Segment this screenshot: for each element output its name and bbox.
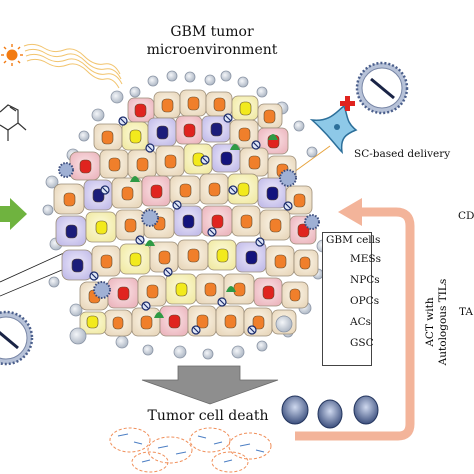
- act-label-line2: Autologous TILs: [437, 278, 449, 366]
- loose-cells: [69, 311, 293, 345]
- sc-delivery-pointer: [293, 145, 331, 173]
- left-pointer-lines: [0, 251, 67, 297]
- green-immune-cells: [130, 134, 278, 318]
- legend-item-npcs: NPCs: [350, 274, 380, 286]
- legend-title: GBM cells: [326, 234, 381, 246]
- light-wave-icon: [23, 43, 123, 89]
- legend-item-opcs: OPCs: [350, 295, 380, 307]
- edge-text-bottom: TA: [459, 306, 474, 318]
- nanoparticle-icon-left: [0, 310, 34, 366]
- tumor-death-arrow-icon: [141, 365, 279, 405]
- til-cells: [281, 395, 379, 429]
- stem-cell-icon: [309, 104, 358, 155]
- tumor-cell-death-label: Tumor cell death: [147, 408, 269, 424]
- sun-icon: [1, 44, 23, 66]
- legend-item-acs: ACs: [350, 316, 372, 328]
- page-title-line1: GBM tumor: [170, 24, 254, 40]
- green-arrow-icon: [0, 198, 27, 230]
- page-title-line2: microenvironment: [146, 42, 278, 58]
- nanoparticle-icon-right: [355, 61, 409, 115]
- legend-item-mess: MESs: [350, 253, 381, 265]
- debris-fragments: [117, 433, 265, 463]
- dead-cell-debris: [109, 427, 272, 473]
- nanoparticle-marker-slashes: [90, 114, 292, 334]
- sc-delivery-label: SC-based delivery: [354, 148, 451, 160]
- edge-text-top: CD: [458, 210, 474, 222]
- act-label-line1: ACT with: [424, 297, 436, 347]
- act-label: ACT with Autologous TILs: [424, 252, 450, 392]
- molecule-icon: [0, 104, 27, 141]
- red-cross-icon: [340, 96, 355, 111]
- act-return-arrowhead: [338, 198, 362, 226]
- legend: [322, 232, 372, 366]
- legend-item-gsc: GSC: [350, 337, 374, 349]
- spiky-nanoparticles: [58, 162, 320, 299]
- act-return-arrow: [295, 207, 415, 441]
